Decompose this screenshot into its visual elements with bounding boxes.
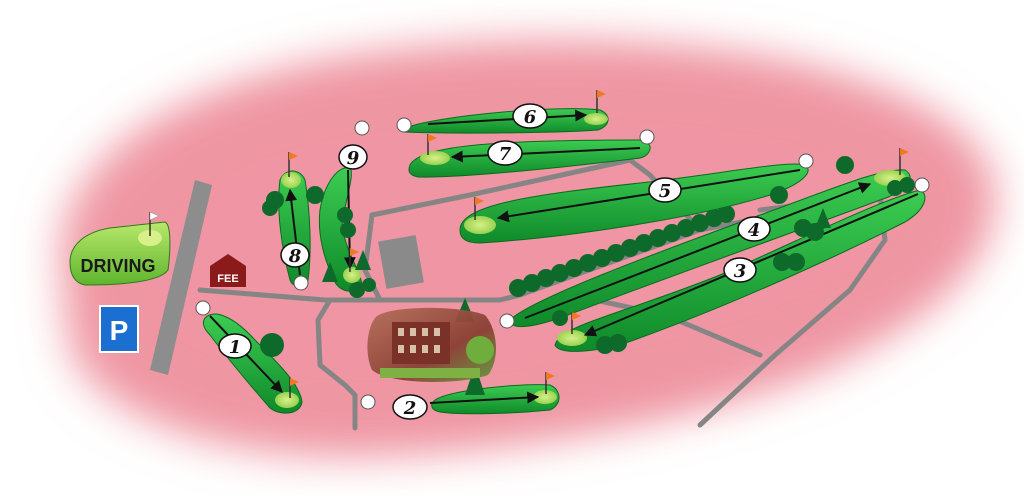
parking-label: P [110, 315, 129, 346]
svg-text:4: 4 [748, 220, 761, 241]
fee-label: FEE [217, 273, 238, 285]
svg-text:2: 2 [403, 398, 417, 419]
tree-row [509, 205, 735, 297]
green [281, 172, 301, 188]
flag-icon [545, 372, 555, 394]
flag-icon [596, 90, 606, 113]
golf-ball-icon [293, 275, 309, 291]
hole-6[interactable] [404, 108, 609, 134]
golf-ball-icon [396, 117, 412, 133]
flag-icon [289, 378, 299, 398]
golf-ball-icon [798, 153, 814, 169]
hole-number-8: 8 [280, 242, 310, 268]
flag-icon [427, 134, 437, 155]
golf-ball-icon [499, 313, 515, 329]
golf-ball-icon [914, 177, 930, 193]
flag-icon [474, 197, 484, 220]
svg-text:8: 8 [288, 246, 302, 267]
svg-text:6: 6 [524, 107, 537, 128]
hole-number-2: 2 [392, 394, 428, 420]
hole-4[interactable] [509, 169, 911, 327]
hole-2[interactable] [429, 384, 560, 415]
hole-number-3: 3 [723, 257, 757, 283]
svg-text:7: 7 [499, 144, 512, 165]
green [420, 151, 450, 165]
svg-text:5: 5 [659, 181, 672, 202]
hole-number-4: 4 [737, 216, 771, 242]
access-road [150, 180, 212, 375]
maintenance-building [378, 235, 424, 289]
golf-ball-icons [195, 117, 930, 410]
golf-ball-icon [639, 129, 655, 145]
green [275, 392, 299, 408]
flag-icon [899, 148, 909, 175]
green [584, 113, 608, 125]
driving-range[interactable]: DRIVING [69, 211, 171, 286]
clubhouse-photo [367, 307, 496, 382]
parking-sign-icon[interactable]: P [99, 305, 139, 353]
hole-number-6: 6 [512, 103, 548, 129]
flag-icons [288, 90, 909, 398]
trees [260, 156, 915, 395]
hole-number-badges: 1 2 3 4 5 6 7 8 9 [218, 103, 771, 420]
green [557, 330, 587, 346]
svg-text:9: 9 [347, 148, 360, 169]
driving-label: DRIVING [80, 256, 155, 276]
fee-house-icon[interactable]: FEE [210, 254, 246, 287]
golf-ball-icon [195, 300, 211, 316]
hole-5[interactable] [459, 163, 809, 244]
flag-icon [288, 152, 298, 177]
flag-icon [149, 211, 160, 236]
green [464, 216, 496, 234]
hole-number-9: 9 [338, 144, 368, 170]
green [343, 267, 361, 283]
hole-number-5: 5 [648, 177, 682, 203]
hole-number-1: 1 [218, 333, 252, 359]
flag-icon [349, 248, 359, 272]
svg-text:1: 1 [229, 337, 242, 358]
golf-ball-icon [360, 394, 376, 410]
hole-number-7: 7 [487, 140, 523, 166]
svg-text:3: 3 [734, 261, 747, 282]
flag-icon [571, 312, 581, 334]
golf-ball-icon [354, 120, 370, 136]
